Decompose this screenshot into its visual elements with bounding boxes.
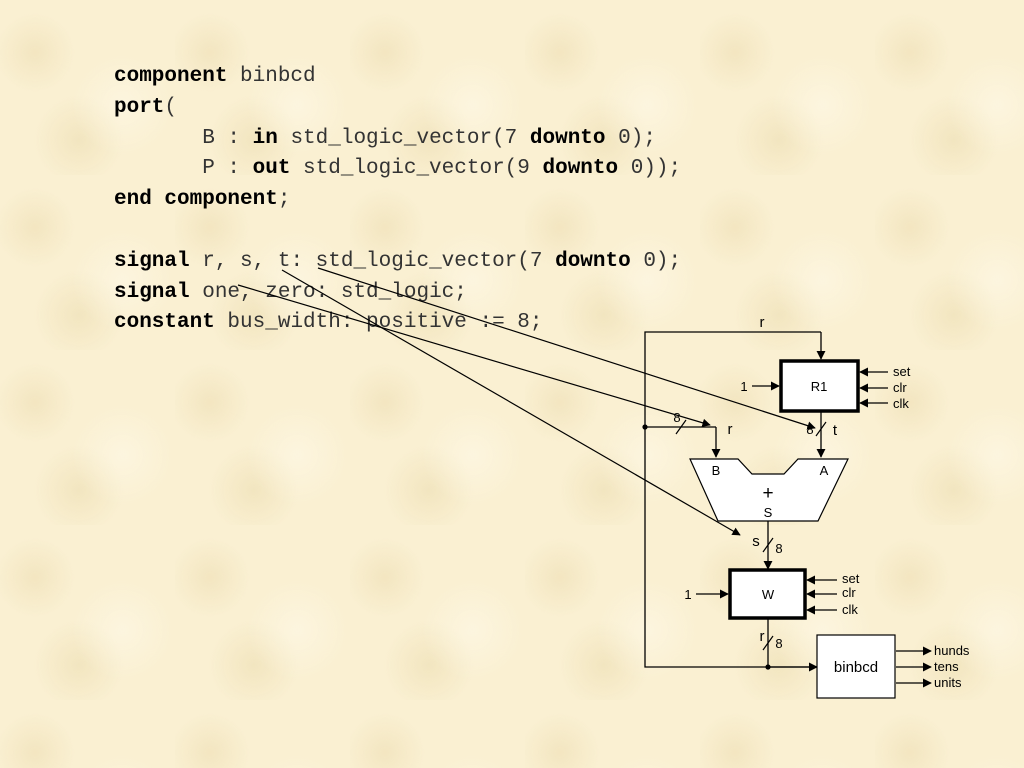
signal-label-r-bottom: r: [760, 628, 765, 645]
register-r1: [779, 359, 860, 413]
code-text: P :: [114, 157, 253, 181]
code-text: r, s, t: std_logic_vector(7: [189, 249, 556, 273]
w-input-one: 1: [684, 587, 691, 602]
code-text: B :: [114, 126, 253, 150]
code-text: 0));: [618, 157, 682, 181]
bus-slash-r-bottom: [762, 635, 774, 651]
code-text: std_logic_vector(9: [290, 157, 543, 181]
code-text: ;: [277, 188, 291, 212]
bus-slash-r-feedback: [675, 419, 687, 435]
w-label: W: [762, 587, 775, 602]
junction-dot-bottom: [765, 664, 771, 670]
code-keyword: constant: [114, 311, 215, 335]
adder-block: [689, 458, 849, 522]
r1-label: R1: [811, 379, 828, 394]
r1-input-one: 1: [740, 379, 747, 394]
bus-slash-s: [762, 537, 774, 553]
signal-label-s: s: [752, 533, 760, 550]
code-text: binbcd: [227, 65, 316, 88]
code-text: bus_width: positive := 8;: [214, 311, 543, 335]
adder-op-label: +: [762, 483, 773, 504]
register-w: [728, 568, 807, 620]
code-keyword: end component: [114, 188, 278, 212]
annotation-arrow-t: [317, 267, 816, 430]
code-text: std_logic_vector(7: [277, 126, 530, 150]
adder-out-label: S: [764, 505, 773, 520]
vhdl-code-block: component binbcd port( B : in std_logic_…: [114, 62, 681, 339]
code-line: P : out std_logic_vector(9 downto 0));: [114, 157, 681, 180]
adder-a-label: A: [820, 463, 829, 478]
annotation-arrow-r: [237, 284, 711, 427]
bus-slash-t: [815, 421, 827, 437]
bus-width-r-bottom: 8: [775, 636, 782, 651]
r1-set-label: set: [893, 364, 911, 379]
w-clr-label: clr: [842, 585, 856, 600]
r1-clr-label: clr: [893, 380, 907, 395]
code-keyword: in: [252, 126, 278, 150]
code-line: end component;: [114, 188, 290, 211]
junction-dot-r: [642, 424, 648, 430]
code-text: 0);: [630, 249, 682, 273]
binbcd-block: [816, 634, 896, 699]
w-set-label: set: [842, 571, 860, 586]
code-keyword: signal: [114, 280, 190, 304]
bus-width-r-feedback: 8: [673, 410, 680, 425]
binbcd-label: binbcd: [834, 659, 878, 676]
adder-b-label: B: [712, 463, 721, 478]
code-line: port(: [114, 96, 177, 119]
annotation-arrow-s: [281, 269, 741, 536]
signal-label-r-top: r: [760, 314, 765, 331]
code-keyword: downto: [555, 249, 631, 273]
code-keyword: port: [114, 95, 165, 119]
output-tens-label: tens: [934, 659, 959, 674]
code-keyword: downto: [542, 157, 619, 181]
code-keyword: signal: [114, 249, 190, 273]
w-clk-label: clk: [842, 602, 858, 617]
code-keyword: component: [114, 65, 228, 88]
code-keyword: downto: [529, 126, 606, 150]
signal-label-t: t: [833, 422, 838, 439]
code-line: component binbcd: [114, 65, 316, 88]
code-line: constant bus_width: positive := 8;: [114, 311, 542, 334]
feedback-bus-r: [644, 331, 821, 668]
bus-slashes: [675, 419, 827, 651]
bus-width-s: 8: [775, 541, 782, 556]
code-line: B : in std_logic_vector(7 downto 0);: [114, 127, 656, 150]
r1-clk-label: clk: [893, 396, 909, 411]
bus-width-t: 8: [806, 422, 813, 437]
code-keyword: out: [252, 157, 291, 181]
output-units-label: units: [934, 675, 962, 690]
signal-label-r-adder: r: [728, 421, 733, 438]
code-text: 0);: [605, 126, 656, 150]
output-hunds-label: hunds: [934, 643, 970, 658]
annotation-arrows: [237, 267, 816, 536]
code-line: signal r, s, t: std_logic_vector(7 downt…: [114, 250, 681, 273]
code-text: (: [164, 95, 178, 119]
